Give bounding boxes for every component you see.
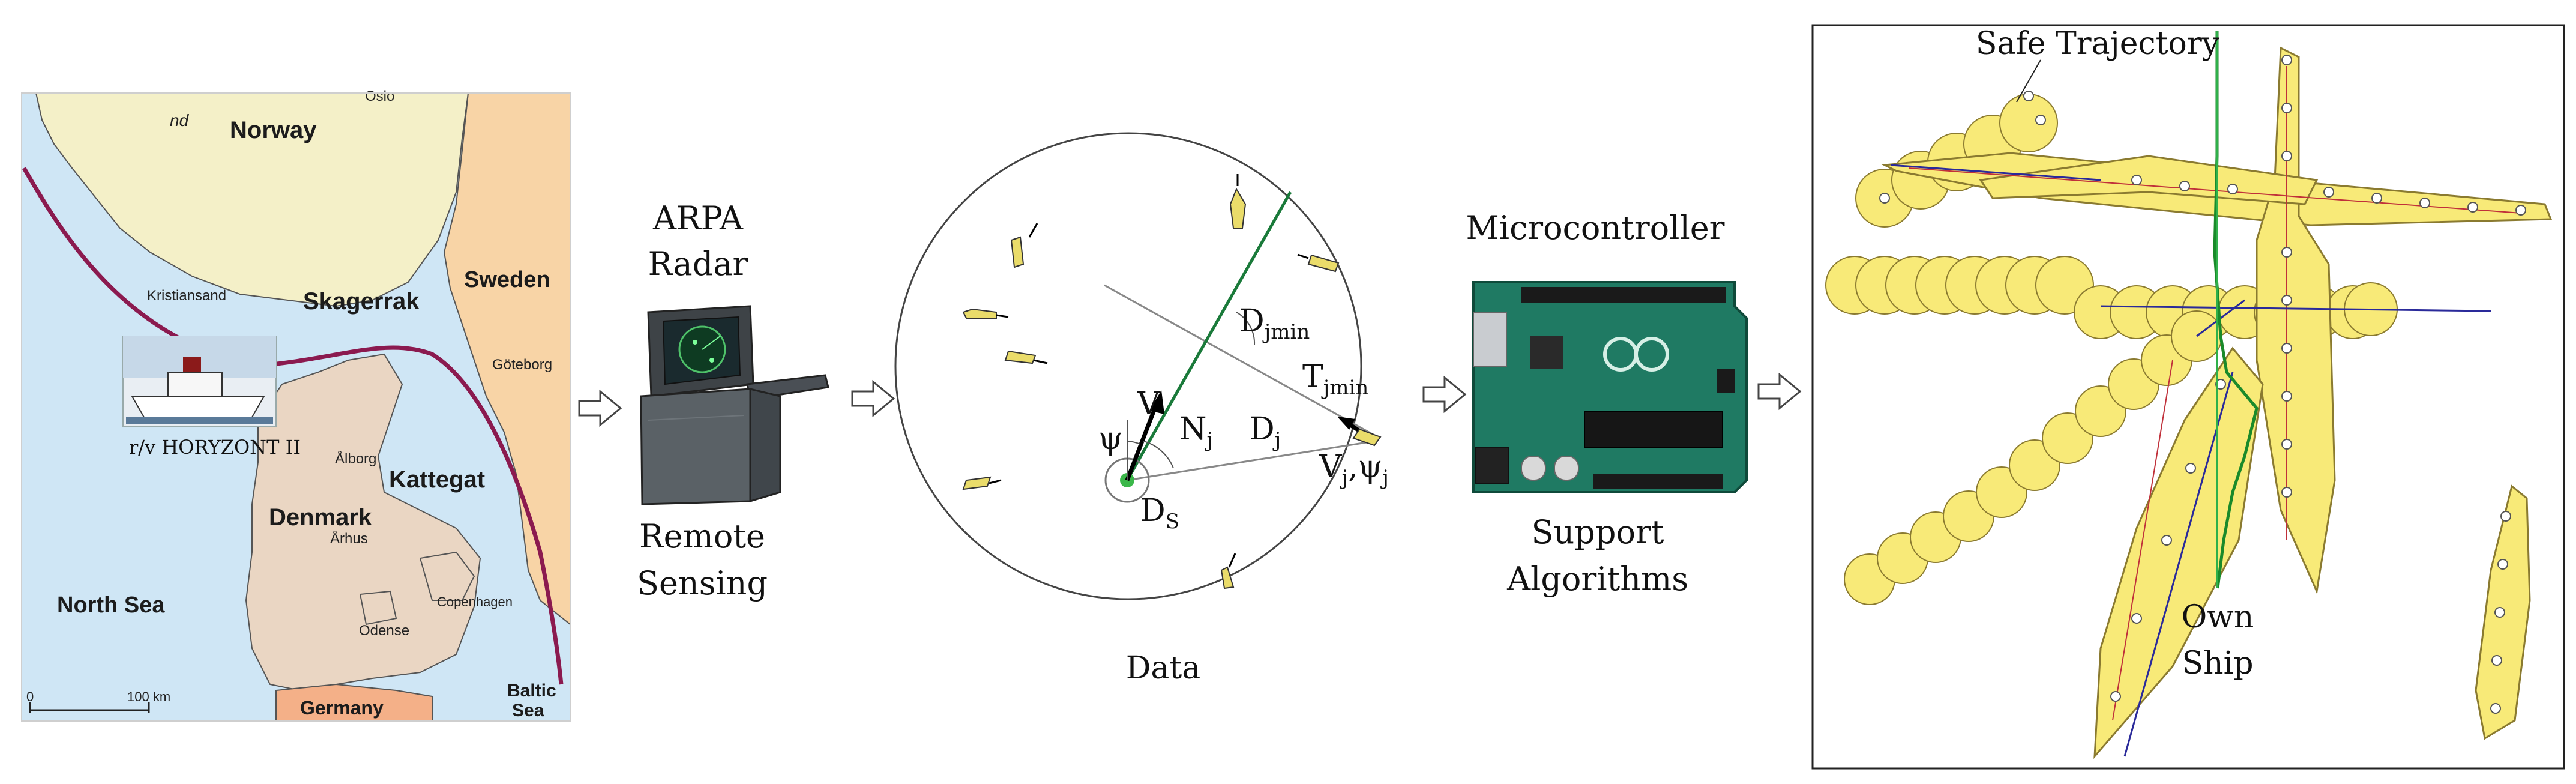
map-scale-bar: 0 100 km	[26, 689, 170, 713]
ship-icon	[1307, 254, 1340, 273]
flow-arrow-3	[1422, 375, 1467, 414]
micro-caption-line1: Support	[1532, 513, 1664, 551]
flow-arrow-4	[1757, 372, 1802, 411]
ship-icon	[1352, 428, 1382, 447]
label-Dj: Dj	[1250, 411, 1281, 452]
safe-trajectory-line	[2213, 31, 2259, 589]
ship-icon	[1004, 350, 1037, 364]
country-label-norway: Norway	[230, 117, 317, 143]
title-leader-line	[2016, 59, 2041, 103]
map-nd-fragment: nd	[170, 111, 190, 130]
label-Nj: Nj	[1179, 411, 1213, 452]
own-speed-vector	[1125, 401, 1160, 481]
own-ship-label-line1: Own	[2182, 599, 2254, 635]
city-label-goteborg: Göteborg	[492, 357, 552, 373]
scale-distance-label: 100 km	[127, 689, 170, 704]
city-label-copenhagen: Copenhagen	[437, 594, 513, 609]
micro-caption-line2: Algorithms	[1506, 560, 1688, 598]
sea-label-baltic: Baltic	[507, 681, 556, 701]
label-psi: ψ	[1098, 421, 1123, 457]
trajectory-panel: Safe Trajectory Own Ship	[1811, 24, 2565, 770]
label-Djmin: Djmin	[1239, 303, 1310, 344]
map-panel: Norway Sweden Denmark Germany Skagerrak …	[21, 88, 571, 722]
bearing-line	[1104, 284, 1375, 436]
target-speed-arrowhead	[1337, 417, 1355, 430]
map-norway	[35, 92, 469, 307]
city-label-arhus: Århus	[330, 530, 368, 547]
flow-arrow-1	[578, 389, 622, 427]
djmin-arc	[1236, 312, 1256, 346]
ship-icon	[1220, 566, 1235, 590]
label-Tjmin: Tjmin	[1302, 359, 1368, 400]
data-panel: V ψ Nj Dj Djmin Tjmin Vj,ψj DS Data	[894, 132, 1389, 686]
target-ship-icons	[962, 187, 1382, 590]
map-islands	[359, 551, 475, 626]
distance-line	[1127, 440, 1375, 481]
trajectory-title: Safe Trajectory	[1976, 26, 2220, 62]
radar-panel: ARPA Radar Remote Sensing	[637, 199, 829, 602]
city-label-oslo: Oslo	[365, 88, 394, 104]
city-label-odense: Odense	[359, 623, 409, 639]
country-label-sweden: Sweden	[464, 267, 550, 292]
ship-icon	[962, 476, 992, 490]
radar-scope-circle	[894, 132, 1362, 600]
micro-panel: Microcontroller Support Algorithms	[1466, 209, 1748, 598]
sea-label-skagerrak: Skagerrak	[303, 288, 420, 315]
sea-label-baltic-sea: Sea	[512, 701, 544, 720]
psi-arc	[1127, 441, 1141, 445]
map-denmark	[245, 353, 481, 692]
scale-zero-label: 0	[26, 689, 34, 704]
domain-node-markers	[1879, 55, 2526, 714]
ship-caption: r/v HORYZONT II	[129, 436, 301, 459]
own-speed-arrowhead	[1149, 390, 1164, 414]
data-caption: Data	[1126, 650, 1201, 686]
radar-title-line2: Radar	[648, 245, 748, 283]
city-label-alborg: Ålborg	[335, 450, 376, 467]
own-course-line	[1125, 191, 1292, 481]
label-Vj-psij: Vj,ψj	[1319, 449, 1389, 490]
label-DS: DS	[1140, 493, 1179, 534]
nj-arc	[1143, 441, 1174, 469]
micro-title: Microcontroller	[1466, 209, 1725, 247]
radar-caption-line1: Remote	[639, 517, 765, 555]
country-label-germany: Germany	[300, 697, 384, 719]
ship-icon	[962, 308, 997, 319]
radar-title-line1: ARPA	[652, 199, 744, 237]
city-label-kristiansand: Kristiansand	[147, 288, 226, 304]
ship-icon	[1229, 187, 1247, 229]
ship-photo	[122, 336, 277, 427]
map-ship-route	[22, 167, 564, 685]
radar-console	[640, 305, 829, 505]
radar-caption-line2: Sensing	[637, 564, 768, 602]
sea-label-north-sea: North Sea	[57, 593, 165, 618]
sea-label-kattegat: Kattegat	[389, 466, 485, 493]
ship-heading-lines	[989, 174, 1309, 568]
map-frame	[21, 92, 571, 722]
map-sweden	[443, 92, 571, 626]
microcontroller-board	[1472, 281, 1748, 493]
flow-arrow-2	[851, 379, 895, 418]
ship-icon	[1010, 236, 1025, 268]
country-label-denmark: Denmark	[269, 504, 372, 531]
label-V: V	[1137, 386, 1161, 422]
own-ship-label-line2: Ship	[2182, 645, 2253, 681]
